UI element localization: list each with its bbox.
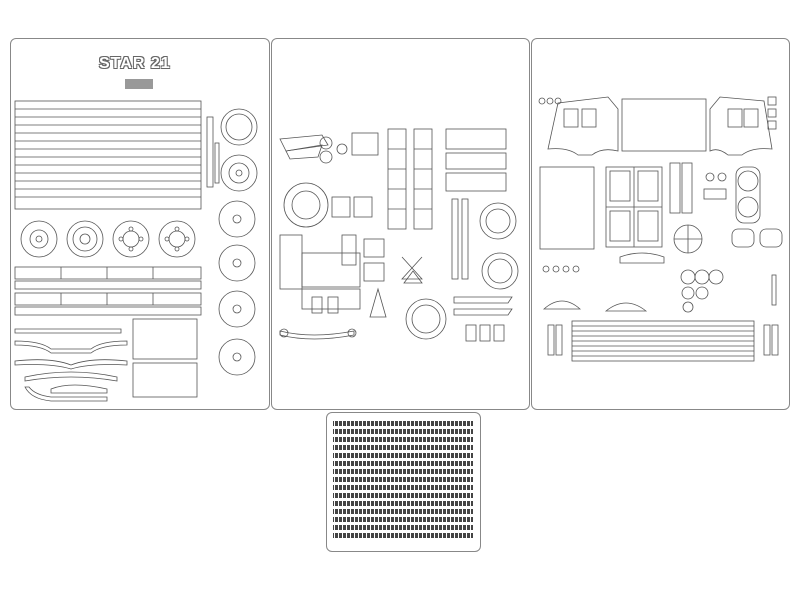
- strip-panels: [14, 266, 202, 316]
- wheel-b: [481, 252, 519, 290]
- side-boxes: [363, 238, 385, 282]
- bracket-parts: [279, 134, 348, 164]
- hub-row: [20, 220, 196, 258]
- arch-part: [619, 252, 665, 264]
- fender-parts: [14, 328, 128, 402]
- model-title: STAR 21: [99, 55, 171, 72]
- left-mini-parts: [703, 172, 727, 200]
- bottom-bar: [279, 330, 355, 340]
- tank-parts: [731, 228, 783, 248]
- parts-sheet-3: [531, 38, 790, 410]
- window-grid: [605, 166, 663, 248]
- sheet-2-parts: [279, 128, 519, 342]
- ring-bottom: [405, 298, 447, 340]
- panel-rect-bottom: [132, 362, 198, 398]
- small-rect-b: [353, 196, 373, 218]
- ring-outer: [283, 182, 329, 228]
- slatted-plate: [571, 320, 755, 362]
- grille-strip-rows: [333, 421, 473, 538]
- wheel-column: [218, 108, 258, 376]
- slim-rods: [451, 198, 469, 280]
- mudguard-a: [542, 300, 582, 310]
- parts-sheet-4: [326, 412, 481, 552]
- cab-outline: [547, 96, 773, 156]
- side-comb-right: [763, 324, 779, 356]
- logo-mark: [125, 79, 153, 89]
- panel-slats: [15, 108, 201, 198]
- vertical-bars: [669, 162, 693, 214]
- right-hubs: [735, 166, 761, 224]
- wheel-a: [479, 202, 517, 240]
- triangle-part: [369, 287, 387, 318]
- side-strip: [206, 116, 214, 188]
- parts-sheet-1: STAR 21: [10, 38, 270, 410]
- parts-sheet-2: [271, 38, 530, 410]
- sheet-3-parts: [538, 96, 783, 362]
- small-box: [351, 132, 379, 156]
- door-panel: [539, 166, 595, 250]
- grille-strips: [333, 421, 473, 538]
- small-shapes-row: [542, 265, 580, 273]
- slatted-panel: [14, 100, 202, 210]
- side-strip-small: [214, 142, 220, 184]
- ladder-frames: [387, 128, 433, 230]
- mudguard-b: [604, 302, 648, 312]
- chassis-frame: [279, 234, 361, 314]
- gear-cluster: [680, 269, 724, 313]
- small-strips: [453, 296, 513, 342]
- small-rect-a: [331, 196, 351, 218]
- thin-rod: [771, 274, 777, 306]
- star-symbol: [401, 256, 423, 284]
- stacked-panels: [445, 128, 507, 192]
- sheet-1-parts: [14, 79, 258, 402]
- panel-rect-top: [132, 318, 198, 360]
- side-comb-left: [547, 324, 563, 356]
